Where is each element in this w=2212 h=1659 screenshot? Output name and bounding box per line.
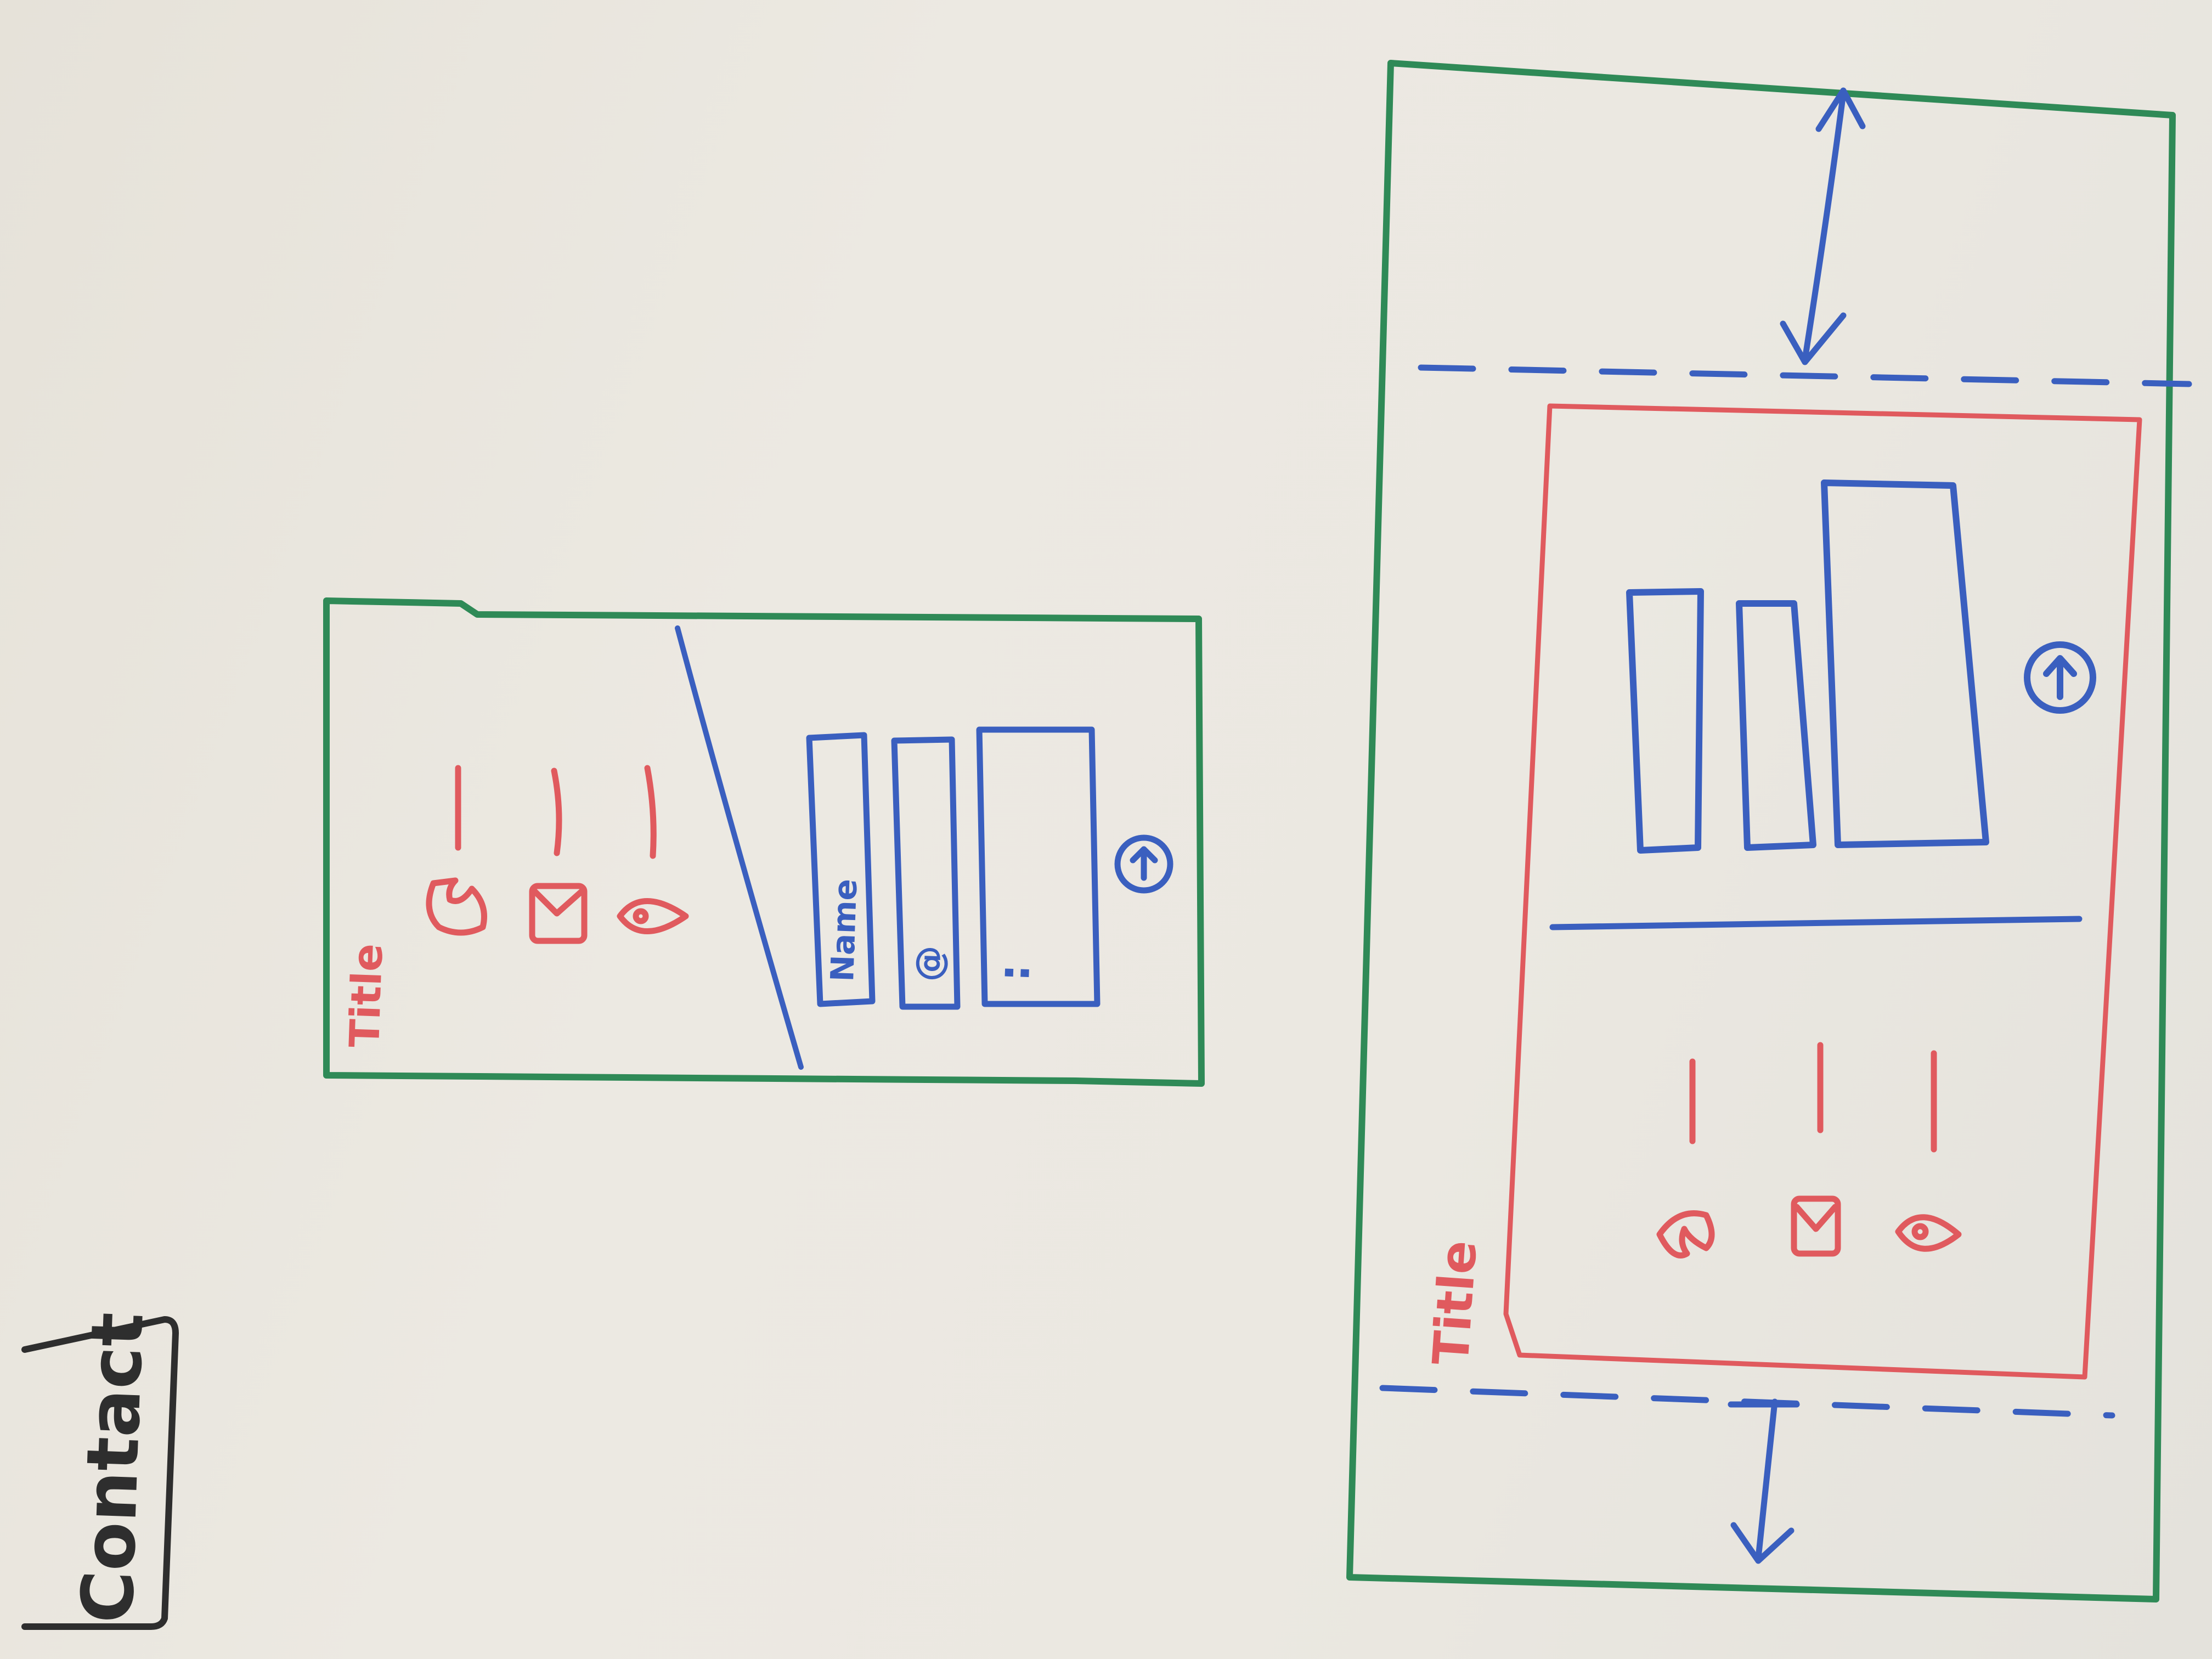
mobile-contact-form: Name @ : xyxy=(806,726,1173,1010)
location-pin-icon xyxy=(617,898,689,934)
mobile-sketch: Title Name xyxy=(323,597,1205,1087)
mail-icon xyxy=(1791,1195,1841,1257)
desktop-frame xyxy=(1346,60,2176,1602)
email-field[interactable] xyxy=(1736,600,1816,851)
name-field[interactable] xyxy=(1626,588,1704,854)
mobile-divider xyxy=(675,625,804,1070)
mobile-contact-info xyxy=(426,765,689,944)
desktop-title: Title xyxy=(1422,1239,1488,1367)
mail-icon xyxy=(529,883,588,944)
top-spacing-indicator xyxy=(1418,87,2192,387)
message-field[interactable] xyxy=(1821,479,1989,848)
desktop-divider xyxy=(1549,916,2083,930)
email-field[interactable]: @ xyxy=(891,736,961,1010)
upload-arrow-icon xyxy=(1114,834,1173,894)
name-field[interactable]: Name xyxy=(806,732,876,1007)
page-label: Contact xyxy=(65,1311,160,1624)
desktop-contact-form xyxy=(1626,479,2096,854)
phone-icon xyxy=(426,877,487,936)
mobile-title: Title xyxy=(340,943,392,1048)
message-field-placeholder: : xyxy=(988,963,1040,982)
desktop-contact-info xyxy=(1656,1042,1962,1259)
mobile-submit-button[interactable] xyxy=(1114,834,1173,894)
message-field[interactable]: : xyxy=(976,726,1101,1007)
desktop-sketch: Title xyxy=(1346,60,2192,1602)
phone-icon xyxy=(1656,1210,1715,1259)
email-field-placeholder: @ xyxy=(907,945,951,983)
bottom-spacing-indicator xyxy=(1379,1385,2115,1564)
mobile-frame xyxy=(323,597,1205,1087)
desktop-content-frame xyxy=(1503,403,2142,1380)
name-field-placeholder: Name xyxy=(823,878,865,983)
location-pin-icon xyxy=(1895,1214,1962,1252)
upload-arrow-icon xyxy=(2024,641,2096,714)
desktop-submit-button[interactable] xyxy=(2024,641,2096,714)
page-label-box: Contact xyxy=(21,1311,179,1630)
